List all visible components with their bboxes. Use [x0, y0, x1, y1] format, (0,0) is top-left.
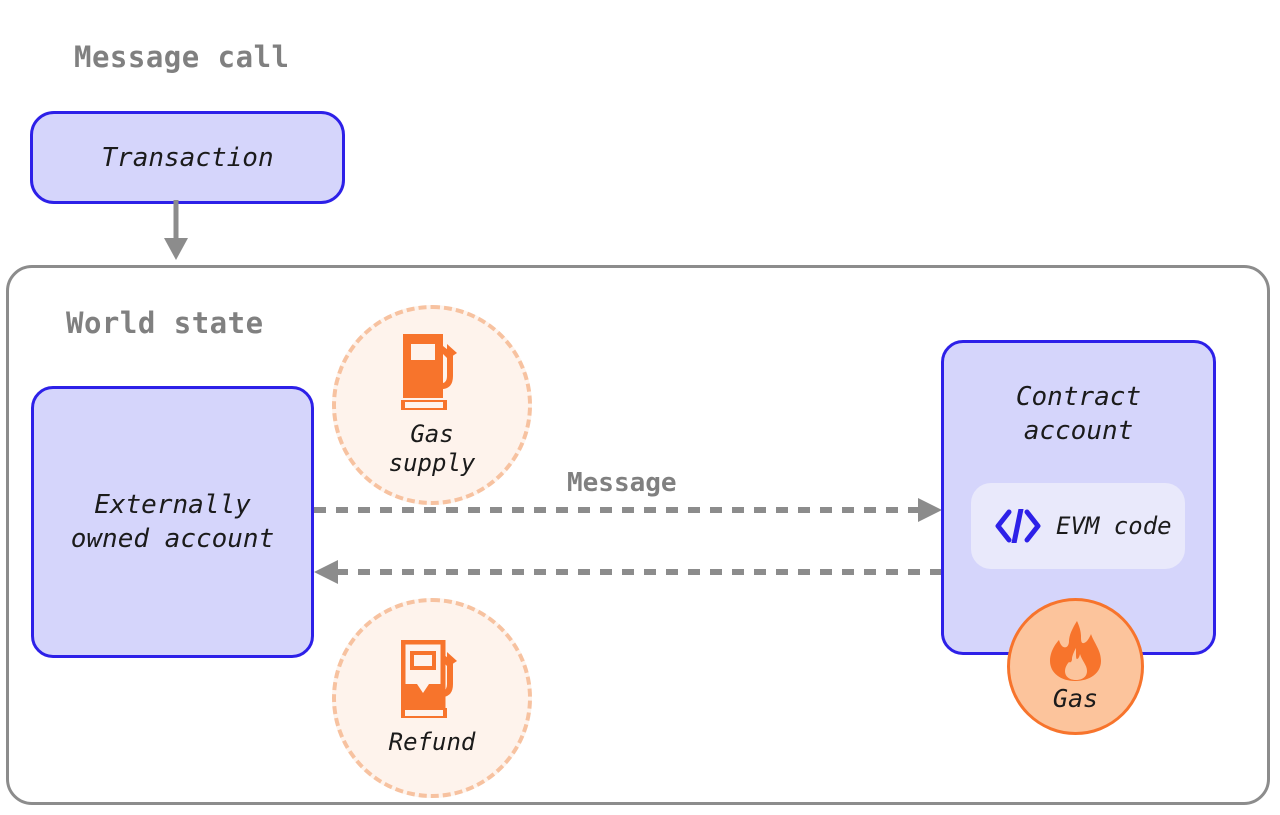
arrow-right-icon: [314, 498, 942, 522]
refund-node[interactable]: Refund: [332, 598, 532, 798]
world-state-container: [6, 265, 1270, 805]
evm-code-label: EVM code: [1056, 512, 1172, 540]
gas-pump-partial-icon: [400, 639, 463, 720]
world-state-title: World state: [66, 306, 264, 340]
contract-account-label: Contract account: [1015, 382, 1142, 447]
gas-pump-full-icon: [401, 332, 463, 412]
transaction-label: Transaction: [101, 142, 274, 173]
externally-owned-account-label: Externally owned account: [70, 489, 275, 554]
flame-icon: [1047, 620, 1105, 682]
gas-label: Gas: [1052, 683, 1099, 713]
refund-label: Refund: [388, 727, 476, 756]
transaction-node[interactable]: Transaction: [30, 111, 345, 204]
arrow-left-icon: [314, 560, 944, 584]
evm-code-pill[interactable]: EVM code: [971, 483, 1185, 569]
gas-node[interactable]: Gas: [1007, 598, 1144, 735]
externally-owned-account-node[interactable]: Externally owned account: [31, 386, 314, 658]
page-title: Message call: [74, 40, 290, 74]
code-brackets-icon: [995, 506, 1041, 546]
gas-supply-label: Gas supply: [388, 420, 476, 477]
message-arrow-label: Message: [567, 468, 677, 498]
arrow-down-icon: [164, 200, 188, 260]
gas-supply-node[interactable]: Gas supply: [332, 305, 532, 505]
